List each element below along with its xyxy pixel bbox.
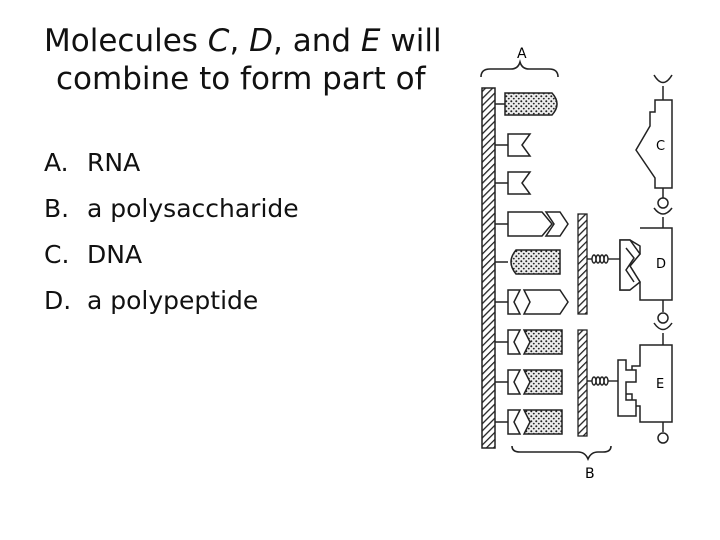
unit-row-8 [495, 369, 563, 395]
spring-connector [587, 376, 618, 386]
option-text: a polypeptide [87, 286, 259, 315]
question-text-start: Molecules [44, 23, 208, 59]
option-text: a polysaccharide [87, 194, 299, 223]
question-separator: , and [273, 23, 361, 59]
option-a[interactable]: A. RNA [44, 140, 299, 186]
option-c[interactable]: C. DNA [44, 232, 299, 278]
molecule-d-ref: D [249, 23, 274, 59]
question-text-will: will [380, 23, 442, 59]
molecule-e-ref: E [360, 23, 381, 59]
unit-row-7 [495, 329, 563, 355]
molecule-d [619, 207, 673, 324]
label-b: B [585, 466, 595, 482]
molecule-c [635, 74, 673, 209]
option-d[interactable]: D. a polypeptide [44, 278, 299, 324]
option-letter: A. [44, 148, 69, 177]
answer-options: A. RNA B. a polysaccharide C. DNA D. a polyp… [44, 140, 299, 324]
option-b[interactable]: B. a polysaccharide [44, 186, 299, 232]
label-c: C [656, 139, 665, 154]
unit-row-6 [495, 289, 569, 315]
hatched-bar-b-lower [577, 329, 588, 437]
hatched-bar-b-upper [577, 213, 588, 315]
unit-row-2 [495, 133, 532, 157]
question-text: Molecules C, D, and E will combine to fo… [44, 22, 464, 98]
unit-row-4 [495, 211, 569, 237]
option-text: DNA [87, 240, 143, 269]
molecule-diagram: A [480, 46, 673, 482]
hatched-backbone [481, 87, 496, 449]
unit-row-5 [495, 249, 561, 275]
question-text-line2: combine to form part of [56, 61, 426, 97]
option-letter: C. [44, 240, 70, 269]
label-a: A [517, 46, 527, 62]
brace-a [480, 59, 559, 78]
question-separator: , [229, 23, 250, 59]
molecule-e [617, 322, 673, 444]
brace-b [511, 445, 612, 462]
unit-row-1 [495, 92, 558, 116]
unit-row-3 [495, 171, 532, 195]
spring-connector [587, 254, 620, 264]
label-d: D [656, 257, 666, 272]
unit-row-9 [495, 409, 563, 435]
label-e: E [656, 377, 664, 392]
option-letter: D. [44, 286, 72, 315]
option-letter: B. [44, 194, 70, 223]
molecule-c-ref: C [207, 23, 230, 59]
option-text: RNA [87, 148, 141, 177]
